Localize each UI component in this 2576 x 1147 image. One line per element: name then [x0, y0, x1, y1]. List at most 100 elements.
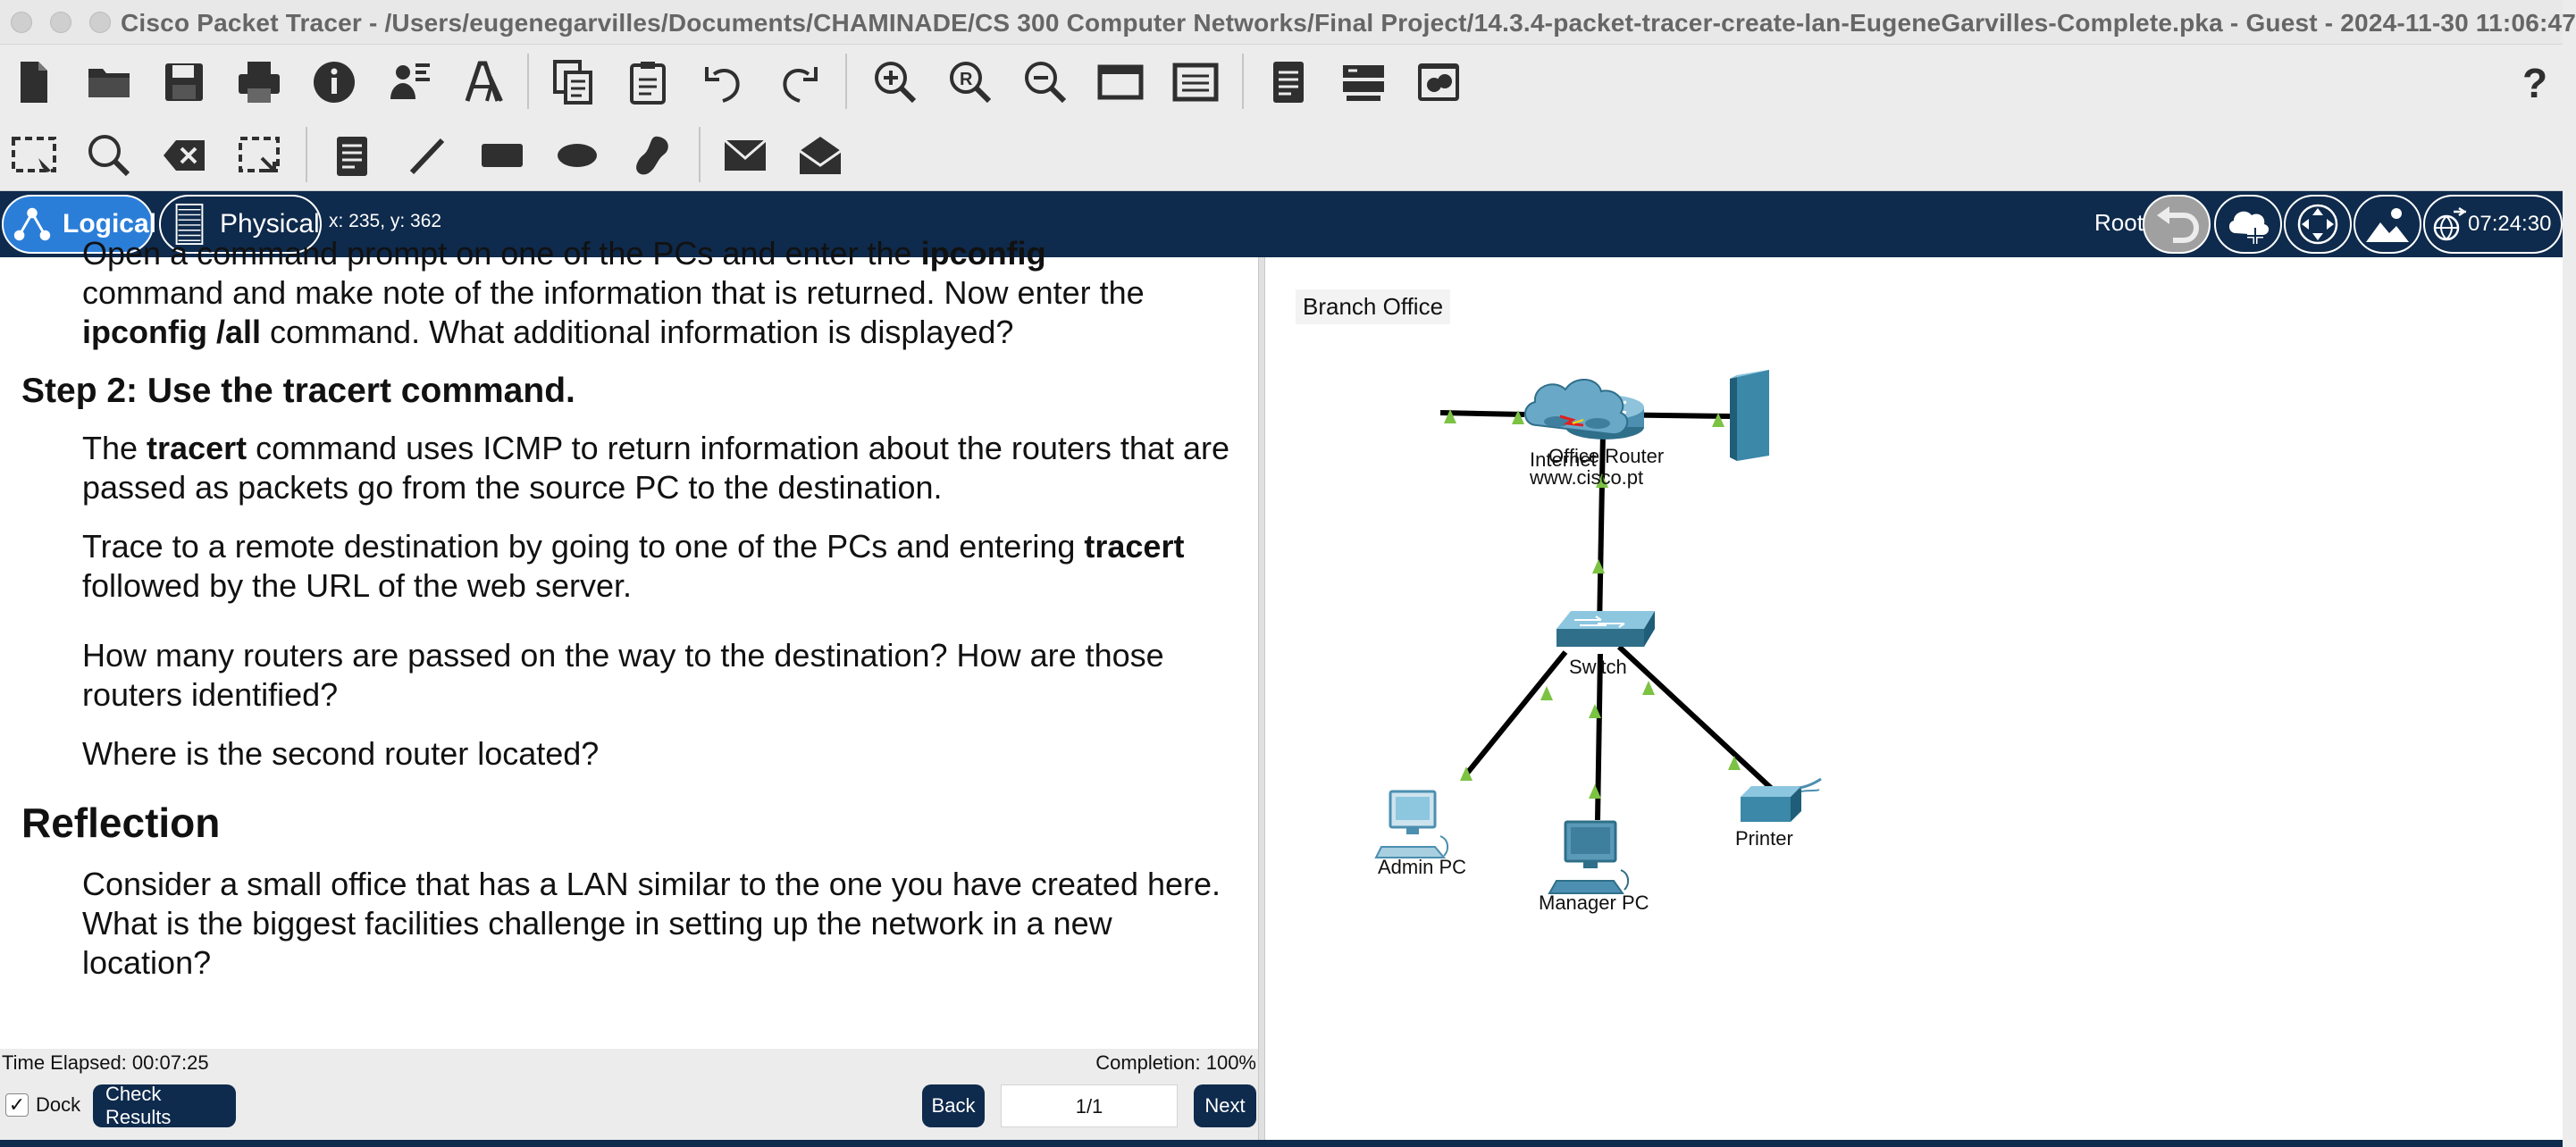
- move-object-button[interactable]: [2284, 195, 2352, 254]
- globe-network-icon: [2433, 206, 2467, 241]
- set-background-button[interactable]: [2354, 195, 2421, 254]
- notes-icon[interactable]: [1262, 55, 1315, 109]
- svg-text:R: R: [960, 70, 973, 89]
- switch-label[interactable]: Switch: [1569, 656, 1627, 678]
- toolbar-separator: [527, 54, 529, 109]
- intro-text: command and make note of the information…: [82, 274, 1145, 311]
- title-bar: Cisco Packet Tracer - /Users/eugenegarvi…: [0, 0, 2576, 45]
- dock-checkbox[interactable]: ✓: [5, 1093, 29, 1117]
- toolbar-separator: [1242, 54, 1244, 109]
- inspect-icon[interactable]: [82, 129, 136, 182]
- physical-label: Physical: [220, 209, 320, 239]
- manager-pc-label[interactable]: Manager PC: [1539, 892, 1649, 914]
- paste-icon[interactable]: [622, 55, 675, 109]
- palette-icon[interactable]: [1169, 55, 1222, 109]
- server-label[interactable]: www.cisco.pt: [1529, 466, 1643, 489]
- router-label[interactable]: Office Router: [1548, 445, 1664, 467]
- check-results-button[interactable]: Check Results: [93, 1083, 236, 1128]
- link-router-switch[interactable]: [1597, 431, 1606, 630]
- viewport-clock-button[interactable]: 07:24:30: [2423, 195, 2563, 254]
- printer-icon[interactable]: [1741, 777, 1822, 822]
- custom-pdu-icon[interactable]: [457, 55, 511, 109]
- switch-icon[interactable]: [1557, 611, 1655, 647]
- step2-heading: Step 2: Use the tracert command.: [21, 372, 575, 410]
- open-folder-icon[interactable]: [82, 55, 136, 109]
- simple-pdu-icon[interactable]: [718, 129, 772, 182]
- select-icon[interactable]: [7, 129, 61, 182]
- step2-question-2: Where is the second router located?: [82, 735, 600, 772]
- logical-view-button[interactable]: Logical: [2, 195, 157, 254]
- simulation-clock: 07:24:30: [2468, 212, 2552, 236]
- step2-text: followed by the URL of the web server.: [82, 567, 632, 604]
- delete-icon[interactable]: [157, 129, 211, 182]
- tracert-command: tracert: [147, 430, 248, 466]
- step2-text: Trace to a remote destination by going t…: [82, 528, 1085, 565]
- undo-icon[interactable]: [697, 55, 751, 109]
- admin-pc-icon[interactable]: [1374, 790, 1449, 858]
- page-indicator[interactable]: 1/1: [1001, 1084, 1178, 1127]
- link-up-indicator: [1596, 473, 1608, 488]
- zoom-in-icon[interactable]: [868, 55, 922, 109]
- server-icon[interactable]: [1730, 370, 1769, 461]
- zoom-out-icon[interactable]: [1019, 55, 1072, 109]
- instructions-panel[interactable]: Open a command prompt on one of the PCs …: [0, 235, 1258, 1049]
- zoom-reset-icon[interactable]: R: [944, 55, 997, 109]
- step2-paragraph-2: Trace to a remote destination by going t…: [0, 527, 1251, 606]
- internet-cloud-icon[interactable]: [1524, 379, 1629, 436]
- link-up-indicator: [1642, 681, 1655, 695]
- back-arrow-icon: [2157, 206, 2200, 243]
- link-switch-printer[interactable]: [1616, 644, 1775, 792]
- panel-splitter[interactable]: [1258, 257, 1265, 1147]
- link-up-indicator: [1728, 756, 1741, 770]
- link-switch-adminpc[interactable]: [1463, 650, 1568, 777]
- dock-label: Dock: [36, 1093, 81, 1116]
- toolbar-separator: [306, 127, 307, 182]
- note-icon[interactable]: [325, 129, 379, 182]
- next-button[interactable]: Next: [1194, 1084, 1256, 1127]
- link-up-indicator: [1512, 410, 1524, 424]
- admin-pc-label[interactable]: Admin PC: [1378, 856, 1466, 878]
- network-topology: Office Router Internet www.cisco.pt: [1374, 370, 1822, 914]
- zoom-window-button[interactable]: [89, 12, 111, 33]
- bottom-device-palette-edge: [0, 1140, 2563, 1147]
- copy-icon[interactable]: [547, 55, 600, 109]
- new-cluster-button[interactable]: [2214, 195, 2282, 254]
- cluster-icon[interactable]: [1412, 55, 1465, 109]
- main-toolbar: R ?: [0, 45, 2563, 118]
- save-icon[interactable]: [157, 55, 211, 109]
- freeform-icon[interactable]: [625, 129, 679, 182]
- viewport-icon[interactable]: [1094, 55, 1147, 109]
- logical-workspace[interactable]: Branch Office: [1265, 257, 2563, 1140]
- branch-office-label[interactable]: Branch Office: [1296, 289, 1451, 324]
- resize-icon[interactable]: [232, 129, 286, 182]
- link-router-internet[interactable]: [1439, 410, 1525, 417]
- logical-label: Logical: [63, 209, 157, 239]
- close-window-button[interactable]: [11, 12, 32, 33]
- svg-text:?: ?: [2522, 60, 2547, 106]
- link-up-indicator: [1540, 686, 1553, 700]
- rectangle-icon[interactable]: [475, 129, 529, 182]
- landscape-image-icon: [2366, 208, 2409, 242]
- minimize-window-button[interactable]: [50, 12, 71, 33]
- new-file-icon[interactable]: [7, 55, 61, 109]
- device-template-icon[interactable]: [1337, 55, 1390, 109]
- info-icon[interactable]: [307, 55, 361, 109]
- activity-wizard-icon[interactable]: [382, 55, 436, 109]
- help-icon[interactable]: ?: [2509, 55, 2563, 109]
- complex-pdu-icon[interactable]: [793, 129, 847, 182]
- back-button[interactable]: Back: [922, 1084, 985, 1127]
- line-icon[interactable]: [400, 129, 454, 182]
- back-to-parent-button[interactable]: [2143, 195, 2211, 254]
- redo-icon[interactable]: [772, 55, 826, 109]
- cursor-coordinates: x: 235, y: 362: [329, 211, 442, 231]
- logical-topology-icon: [13, 207, 51, 241]
- link-up-indicator: [1444, 409, 1456, 423]
- manager-pc-icon[interactable]: [1548, 820, 1630, 894]
- ipconfig-all-command: ipconfig /all: [82, 314, 262, 350]
- printer-label[interactable]: Printer: [1735, 827, 1793, 850]
- physical-view-button[interactable]: Physical: [159, 195, 322, 254]
- workspace-mode-bar: Logical Physical x: 235, y: 362 Root 07:…: [0, 191, 2563, 257]
- print-icon[interactable]: [232, 55, 286, 109]
- ellipse-icon[interactable]: [550, 129, 604, 182]
- internet-label[interactable]: Internet: [1530, 448, 1597, 471]
